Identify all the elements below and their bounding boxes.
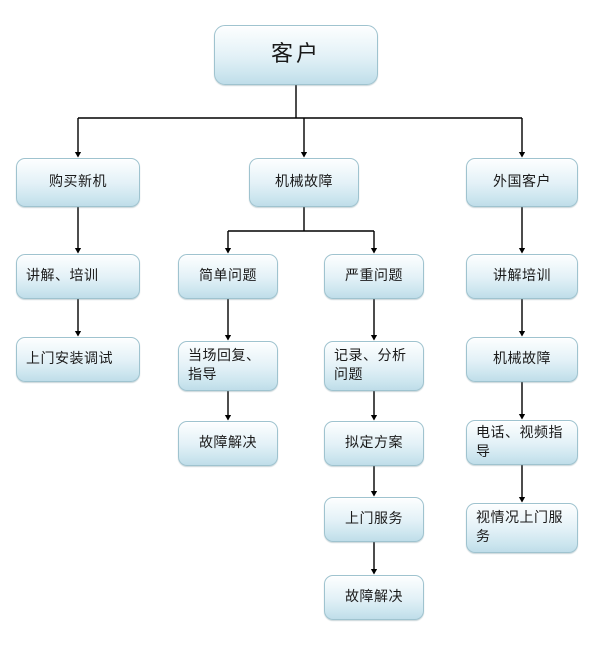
flow-node-root[interactable]: 客户: [214, 25, 378, 85]
flow-node-l1[interactable]: 讲解、培训: [16, 254, 140, 299]
flow-node-label: 上门服务: [345, 511, 403, 527]
flow-node-s3[interactable]: 拟定方案: [324, 421, 424, 466]
flow-node-label: 视情况上门服务: [476, 510, 563, 545]
flow-node-label: 外国客户: [493, 174, 551, 190]
flow-node-label: 机械故障: [493, 351, 551, 367]
flow-node-label: 记录、分析问题: [334, 348, 407, 383]
flow-node-s2[interactable]: 记录、分析问题: [324, 341, 424, 391]
flow-node-label: 故障解决: [345, 589, 403, 605]
flow-node-label: 讲解、培训: [26, 268, 99, 284]
flow-node-label: 严重问题: [345, 268, 403, 284]
flow-node-r2[interactable]: 机械故障: [466, 337, 578, 382]
flow-node-label: 上门安装调试: [26, 351, 113, 367]
flow-node-label: 讲解培训: [493, 268, 551, 284]
flow-node-label: 购买新机: [49, 174, 107, 190]
flow-node-l2[interactable]: 上门安装调试: [16, 337, 140, 382]
flow-node-label: 机械故障: [275, 174, 333, 190]
flow-node-label: 故障解决: [199, 435, 257, 451]
flow-node-label: 拟定方案: [345, 435, 403, 451]
flow-node-label: 简单问题: [199, 268, 257, 284]
flow-node-label: 电话、视频指导: [476, 424, 563, 460]
flow-node-s4[interactable]: 上门服务: [324, 497, 424, 542]
flow-node-b1[interactable]: 购买新机: [16, 158, 140, 207]
flow-node-m1[interactable]: 简单问题: [178, 254, 278, 299]
flow-node-m2[interactable]: 当场回复、指导: [178, 341, 278, 391]
flow-node-s1[interactable]: 严重问题: [324, 254, 424, 299]
flow-node-b3[interactable]: 外国客户: [466, 158, 578, 207]
flow-node-r4[interactable]: 视情况上门服务: [466, 503, 578, 553]
flow-node-r3[interactable]: 电话、视频指导: [466, 420, 578, 465]
flow-node-label: 当场回复、指导: [188, 348, 261, 383]
flow-node-m3[interactable]: 故障解决: [178, 421, 278, 466]
flow-node-s5[interactable]: 故障解决: [324, 575, 424, 620]
flow-node-label: 客户: [270, 42, 321, 67]
flow-node-b2[interactable]: 机械故障: [249, 158, 359, 207]
flow-node-r1[interactable]: 讲解培训: [466, 254, 578, 299]
